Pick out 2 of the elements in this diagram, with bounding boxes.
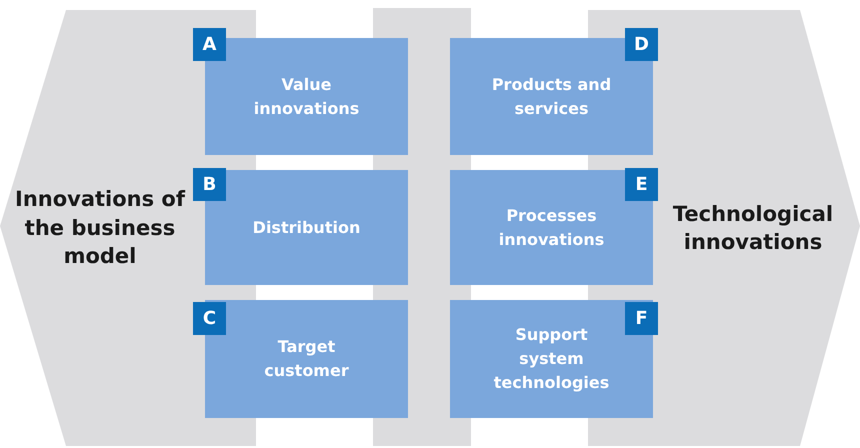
band-label: Technological innovations bbox=[672, 200, 834, 256]
band-label: Innovations of the business model bbox=[14, 186, 186, 270]
